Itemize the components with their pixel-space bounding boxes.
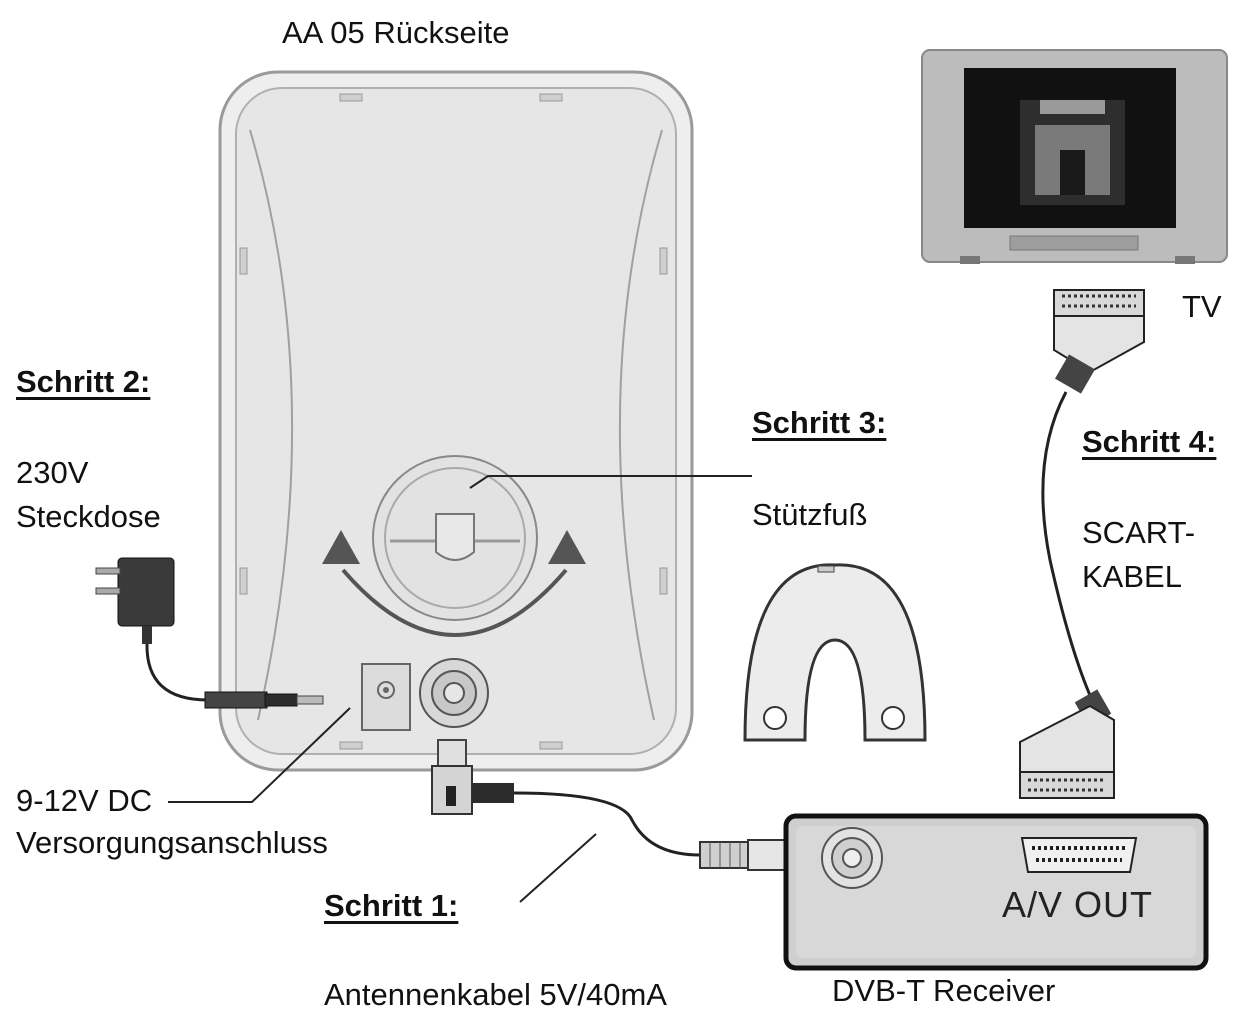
leader-lines bbox=[168, 475, 752, 903]
step4-line2: KABEL bbox=[1082, 559, 1182, 594]
tv-label: TV bbox=[1182, 289, 1222, 324]
step3-text: Stützfuß bbox=[752, 497, 868, 532]
diagram-title: AA 05 Rückseite bbox=[282, 15, 510, 50]
step2-line2: Steckdose bbox=[16, 499, 161, 534]
antenna-socket bbox=[419, 658, 489, 728]
step4-line1: SCART- bbox=[1082, 515, 1196, 550]
receiver-label: DVB-T Receiver bbox=[832, 973, 1056, 1008]
dc-socket bbox=[361, 663, 411, 731]
rotation-arrows bbox=[322, 530, 586, 637]
stand-mount-socket bbox=[372, 455, 538, 621]
step1-text: Antennenkabel 5V/40mA bbox=[324, 977, 667, 1012]
support-foot bbox=[743, 563, 927, 742]
step2-heading: Schritt 2: bbox=[16, 364, 151, 399]
scart-cable bbox=[1019, 289, 1145, 799]
power-adapter bbox=[95, 557, 324, 709]
av-out-label: A/V OUT bbox=[1002, 884, 1154, 925]
step2-line1: 230V bbox=[16, 455, 89, 490]
dc-label-line1: 9-12V DC bbox=[16, 783, 153, 818]
tv-set bbox=[921, 49, 1228, 264]
step3-heading: Schritt 3: bbox=[752, 405, 887, 440]
step4-heading: Schritt 4: bbox=[1082, 424, 1217, 459]
step1-heading: Schritt 1: bbox=[324, 888, 459, 923]
dvbt-receiver bbox=[783, 813, 1209, 971]
dc-label-line2: Versorgungsanschluss bbox=[16, 825, 328, 860]
antenna-back-panel bbox=[218, 70, 694, 772]
